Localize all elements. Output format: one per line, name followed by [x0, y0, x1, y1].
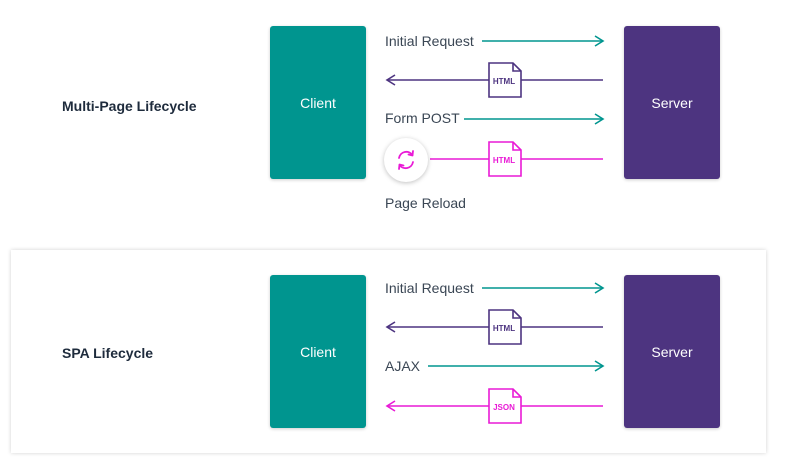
spa-client-box: Client: [270, 275, 366, 428]
multi-page-client-box: Client: [270, 26, 366, 179]
multi-page-lifecycle-title: Multi-Page Lifecycle: [62, 98, 197, 114]
reload-icon-bubble: [384, 138, 428, 182]
multi-page-initial-request-label: Initial Request: [385, 33, 474, 49]
multi-page-server-box: Server: [624, 26, 720, 179]
spa-server-box: Server: [624, 275, 720, 428]
json-doc-label: JSON: [493, 403, 515, 412]
server-label: Server: [651, 94, 693, 111]
html-document-icon: HTML: [488, 62, 522, 98]
spa-lifecycle-title: SPA Lifecycle: [62, 345, 154, 361]
ajax-label: AJAX: [385, 358, 421, 374]
server-label: Server: [651, 343, 693, 360]
html-doc-label: HTML: [493, 77, 515, 86]
html-document-icon: HTML: [488, 309, 522, 345]
form-post-label: Form POST: [385, 110, 460, 126]
refresh-icon: [398, 150, 414, 170]
html-document-icon: HTML: [488, 141, 522, 177]
page-reload-label: Page Reload: [385, 195, 466, 211]
spa-html-doc-label: HTML: [493, 324, 515, 333]
client-label: Client: [300, 343, 336, 360]
reload-html-doc-label: HTML: [493, 156, 515, 165]
spa-initial-request-label: Initial Request: [385, 280, 474, 296]
client-label: Client: [300, 94, 336, 111]
json-document-icon: JSON: [488, 388, 522, 424]
